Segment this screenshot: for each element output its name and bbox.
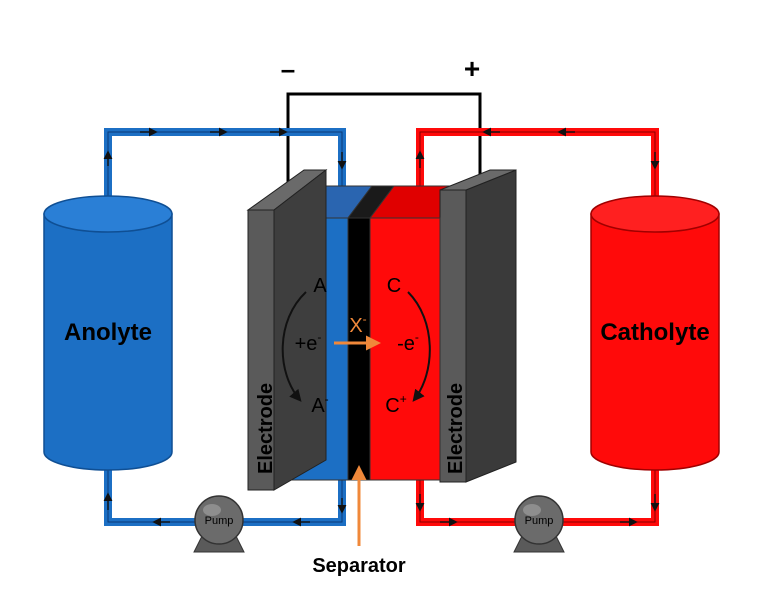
left-electrode <box>246 168 328 491</box>
separator-membrane <box>347 217 371 481</box>
left-electrode-label: Electrode <box>255 383 277 474</box>
anolyte-label: Anolyte <box>64 319 152 346</box>
right-pump <box>513 495 565 553</box>
cathode-reaction-arrow <box>407 291 431 402</box>
right-electrode-label: Electrode <box>445 383 467 474</box>
external-circuit <box>286 92 482 190</box>
cathode-species-top: C <box>387 275 401 297</box>
negative-terminal-label: – <box>281 54 295 84</box>
anolyte-tank <box>43 195 173 471</box>
separator-label: Separator <box>312 555 406 577</box>
anode-species-bottom: A- <box>311 392 328 417</box>
anode-reaction-arrow <box>281 291 307 402</box>
catholyte-chamber <box>369 217 441 481</box>
cathode-reaction-label: -e- <box>397 330 419 355</box>
left-pump <box>193 495 245 553</box>
anode-species-top: A <box>313 275 327 297</box>
ion-label: X- <box>349 312 366 337</box>
catholyte-label: Catholyte <box>600 319 709 346</box>
catholyte-tank <box>590 195 720 471</box>
right-electrode <box>439 169 517 483</box>
positive-terminal-label: + <box>464 53 480 84</box>
right-pump-label: Pump <box>525 515 554 527</box>
anode-reaction-label: +e- <box>295 330 322 355</box>
left-pump-label: Pump <box>205 515 234 527</box>
cathode-species-bottom: C+ <box>385 392 406 417</box>
